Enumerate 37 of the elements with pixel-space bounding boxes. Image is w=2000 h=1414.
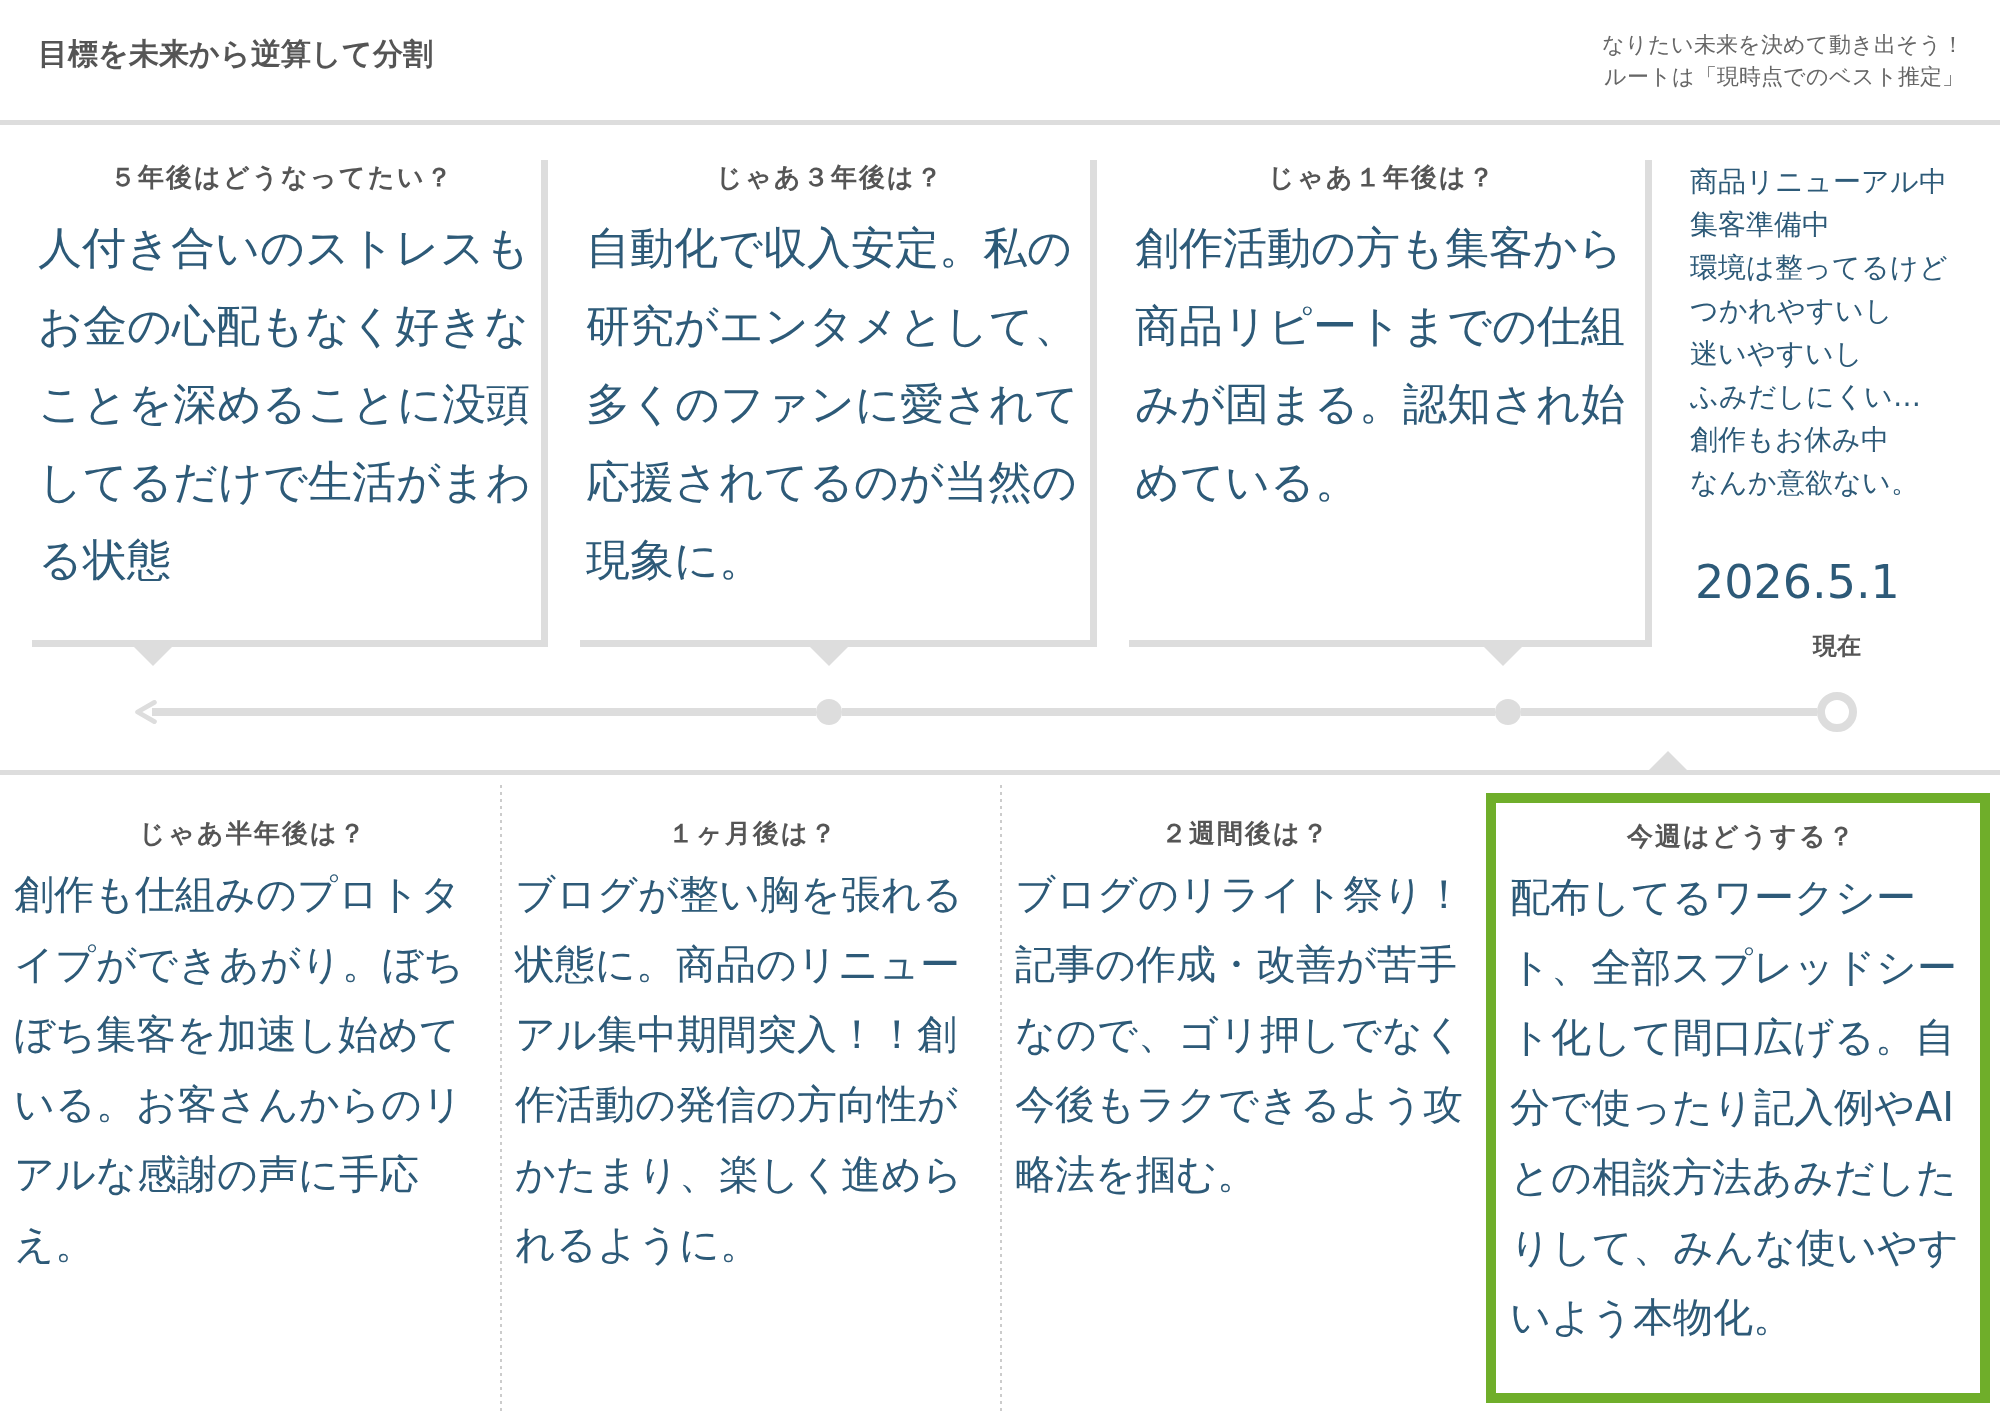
handwritten-note: つかれやすいし	[1690, 293, 1893, 329]
handwritten-note: 集客準備中	[1690, 207, 1830, 243]
handwritten-note: 商品リニューアル中	[1690, 164, 1947, 200]
panel-heading: じゃあ３年後は？	[715, 161, 945, 194]
speech-panel	[32, 160, 548, 647]
handwritten-note: 創作もお休み中	[1690, 422, 1889, 458]
panel-heading: １ヶ月後は？	[667, 817, 839, 850]
note-text: なりたい未来を決めて動き出そう！	[1602, 31, 1964, 59]
panel-heading: じゃあ１年後は？	[1267, 161, 1497, 194]
handwritten-note: ふみだしにくい…	[1690, 379, 1921, 415]
highlight-box	[1486, 793, 1990, 1403]
handwritten-text: 創作活動の方も集客から商品リピートまでの仕組みが固まる。認知され始めている。	[1134, 221, 1626, 509]
title: 目標を未来から逆算して分割	[38, 35, 433, 73]
handwritten-text: ブログのリライト祭り！記事の作成・改善が苦手なので、ゴリ押しでなく今後もラクできるよう攻略法を掴む。	[1015, 870, 1465, 1199]
handwritten-text: 人付き合いのストレスもお金の心配もなく好きなことを深めることに没頭してるだけで生活がまわる状態	[37, 221, 531, 587]
handwritten-text: 自動化で収入安定。私の研究がエンタメとして、多くのファンに愛されて応援されてるのが当然の現象に。	[585, 221, 1080, 587]
handwritten-note: 環境は整ってるけど	[1690, 250, 1948, 286]
speech-panel	[1129, 160, 1652, 647]
date-text: 2026.5.1	[1695, 555, 1900, 609]
handwritten-note: 迷いやすいし	[1690, 336, 1863, 372]
panel-heading: ２週間後は？	[1160, 817, 1331, 850]
timeline-arrow	[135, 700, 816, 724]
panel-heading: ５年後はどうなってたい？	[108, 161, 455, 194]
note-text: ルートは「現時点でのベスト推定」	[1604, 63, 1964, 91]
beside-label: 現在	[1811, 631, 1862, 662]
timeline-dot	[816, 699, 842, 725]
handwritten-note: なんか意欲ない。	[1690, 465, 1919, 501]
timeline-ring	[1817, 692, 1857, 732]
panel-heading: 今週はどうする？	[1625, 820, 1857, 853]
timeline-dot	[1495, 699, 1521, 725]
panel-heading: じゃあ半年後は？	[137, 817, 368, 850]
timeline-line	[1521, 708, 1817, 716]
timeline-line	[842, 708, 1495, 716]
handwritten-text: 創作も仕組みのプロトタイプができあがり。ぼちぼち集客を加速し始めている。お客さんからのリアルな感謝の声に手応え。	[14, 870, 465, 1269]
speech-panel	[580, 160, 1097, 647]
handwritten-text: ブログが整い胸を張れる状態に。商品のリニューアル集中期間突入！！創作活動の発信の方向性がかたまり、楽しく進められるように。	[515, 870, 964, 1269]
handwritten-text: 配布してるワークシート、全部スプレッドシート化して間口広げる。自分で使ったり記入例やAIとの相談方法あみだしたりして、みんな使いやすいよう本物化。	[1510, 873, 1960, 1342]
